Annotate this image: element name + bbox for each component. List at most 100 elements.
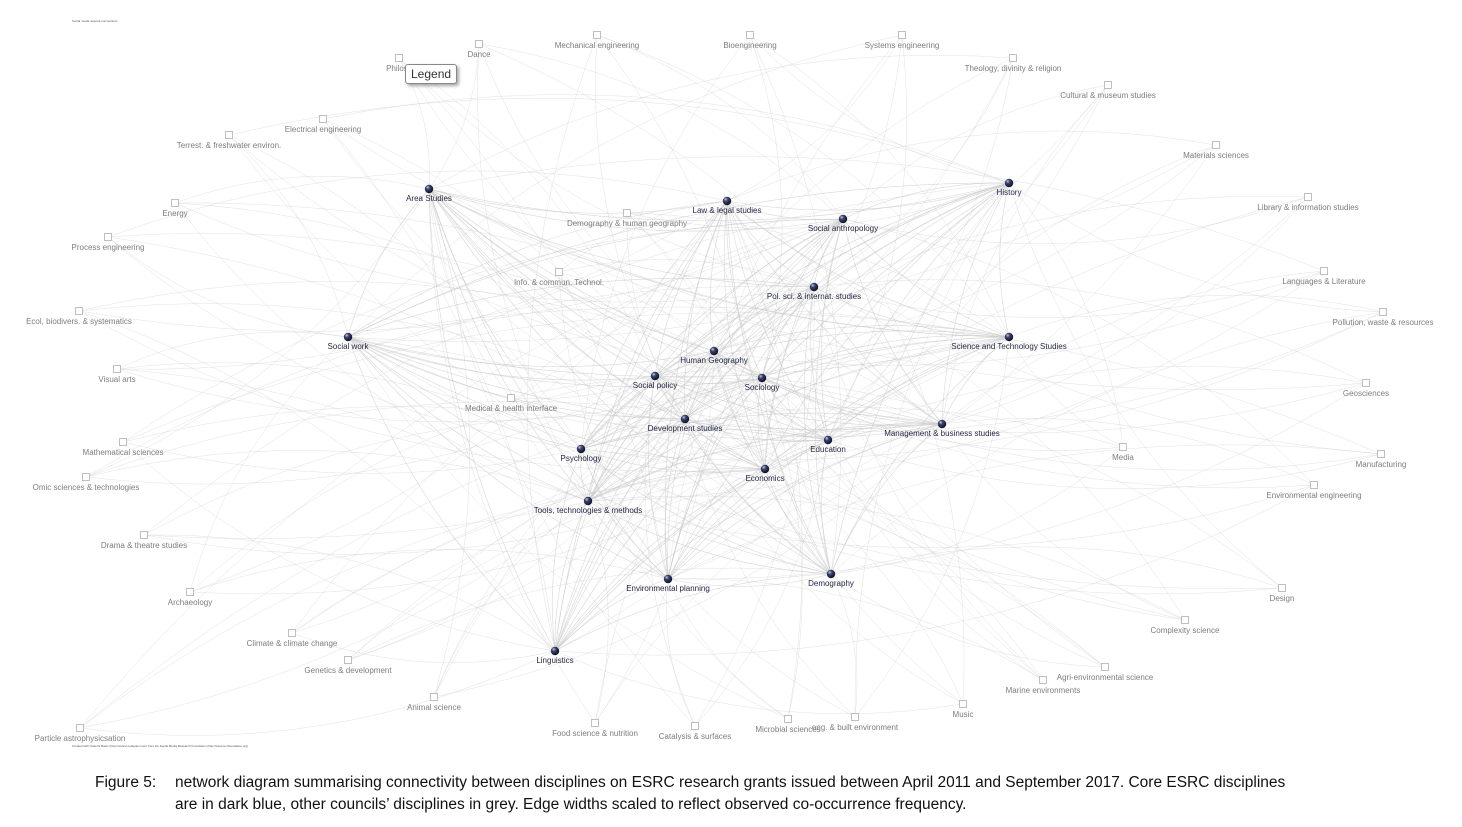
node-label-process-engineering: Process engineering — [72, 243, 145, 252]
node-terrest-freshwater-environ — [225, 131, 233, 139]
node-label-law: Law & legal studies — [693, 206, 762, 215]
edge — [291, 632, 556, 663]
edge — [667, 444, 1382, 580]
node-bioengineering — [746, 31, 754, 39]
edge — [587, 495, 1186, 621]
edge — [713, 270, 1325, 366]
edge — [813, 279, 1367, 384]
edge — [713, 84, 1109, 352]
node-label-ling: Linguistics — [536, 656, 573, 665]
edge — [291, 350, 715, 634]
edge — [810, 286, 829, 441]
node-label-edu: Education — [810, 445, 846, 454]
node-edu — [823, 435, 833, 445]
edge — [122, 406, 766, 470]
edge — [79, 650, 556, 736]
edge — [761, 377, 1283, 589]
edge — [78, 281, 715, 352]
edge — [347, 306, 1382, 455]
edge — [842, 218, 1010, 338]
edge — [558, 200, 728, 273]
node-manufacturing — [1377, 450, 1385, 458]
edge — [580, 448, 789, 720]
edge — [554, 500, 589, 652]
node-psy — [576, 444, 586, 454]
edge — [291, 468, 766, 634]
edge — [654, 375, 1044, 681]
node-ling — [550, 646, 560, 656]
edge — [764, 439, 829, 470]
edge — [189, 200, 728, 593]
edge — [854, 182, 1010, 718]
edge — [398, 57, 829, 441]
node-label-omic-sciences-technologies: Omic sciences & technologies — [33, 483, 140, 492]
edge — [478, 43, 715, 352]
edge — [594, 423, 943, 724]
node-agri-environmental-science — [1101, 663, 1109, 671]
edge — [726, 34, 903, 202]
edge — [764, 336, 1010, 470]
node-label-visual-arts: Visual arts — [98, 375, 135, 384]
edge — [1008, 182, 1283, 589]
caption-line-2: are in dark blue, other councils’ discip… — [175, 796, 967, 813]
node-label-hgeo: Human Geography — [680, 356, 748, 365]
edge — [78, 310, 766, 473]
edge — [684, 311, 1384, 432]
edge — [85, 375, 656, 485]
node-ecol-biodivers-systematics — [75, 307, 83, 315]
edge — [189, 439, 829, 595]
edge — [116, 200, 728, 370]
edge — [347, 336, 669, 580]
header-tiny-text: Social media network connections — [72, 19, 118, 23]
node-mathematical-sciences — [119, 438, 127, 446]
node-languages-literature — [1320, 267, 1328, 275]
edge — [116, 331, 349, 370]
edge — [322, 118, 686, 420]
node-label-animal-science: Animal science — [407, 703, 461, 712]
edge — [291, 423, 943, 634]
edge — [107, 236, 582, 450]
edge — [626, 212, 832, 575]
node-label-hist: History — [997, 188, 1022, 197]
edge — [79, 336, 1010, 729]
edge — [761, 377, 832, 575]
edge — [189, 549, 669, 593]
edge — [554, 439, 829, 652]
edge — [749, 34, 842, 575]
node-cultural-museum-studies — [1104, 81, 1112, 89]
node-label-psy: Psychology — [561, 454, 602, 463]
edge — [428, 188, 832, 575]
edge — [347, 468, 766, 661]
legend-button[interactable]: Legend — [405, 64, 458, 84]
edge — [941, 418, 1315, 486]
edge — [428, 188, 589, 502]
edge — [580, 407, 1124, 450]
edge — [580, 377, 763, 450]
edge — [587, 377, 763, 502]
edge — [749, 34, 783, 379]
caption-line-1: network diagram summarising connectivity… — [175, 774, 1286, 791]
node-label-genetics-development: Genetics & development — [304, 666, 392, 675]
edge — [347, 336, 582, 450]
edge — [761, 377, 1124, 451]
edge — [684, 418, 832, 575]
node-label-terrest-freshwater-environ: Terrest. & freshwater environ. — [177, 141, 281, 150]
node-label-soc: Sociology — [745, 383, 780, 392]
edge — [830, 573, 858, 718]
edge — [667, 573, 832, 587]
edge — [830, 336, 1010, 575]
edge — [842, 218, 943, 425]
footer-credit-text: Created with NodeXL Basic (http://nodexl… — [72, 744, 248, 748]
edge — [813, 286, 1044, 681]
node-drama-theatre-studies — [140, 531, 148, 539]
edge — [713, 195, 1309, 352]
node-geosciences — [1362, 379, 1370, 387]
edge — [554, 84, 1109, 652]
edge — [713, 350, 1315, 489]
edge — [79, 218, 844, 729]
edge — [713, 350, 763, 379]
edge — [554, 182, 1010, 652]
node-electrical-engineering — [319, 115, 327, 123]
node-sts — [1004, 332, 1014, 342]
edge — [580, 448, 1106, 668]
